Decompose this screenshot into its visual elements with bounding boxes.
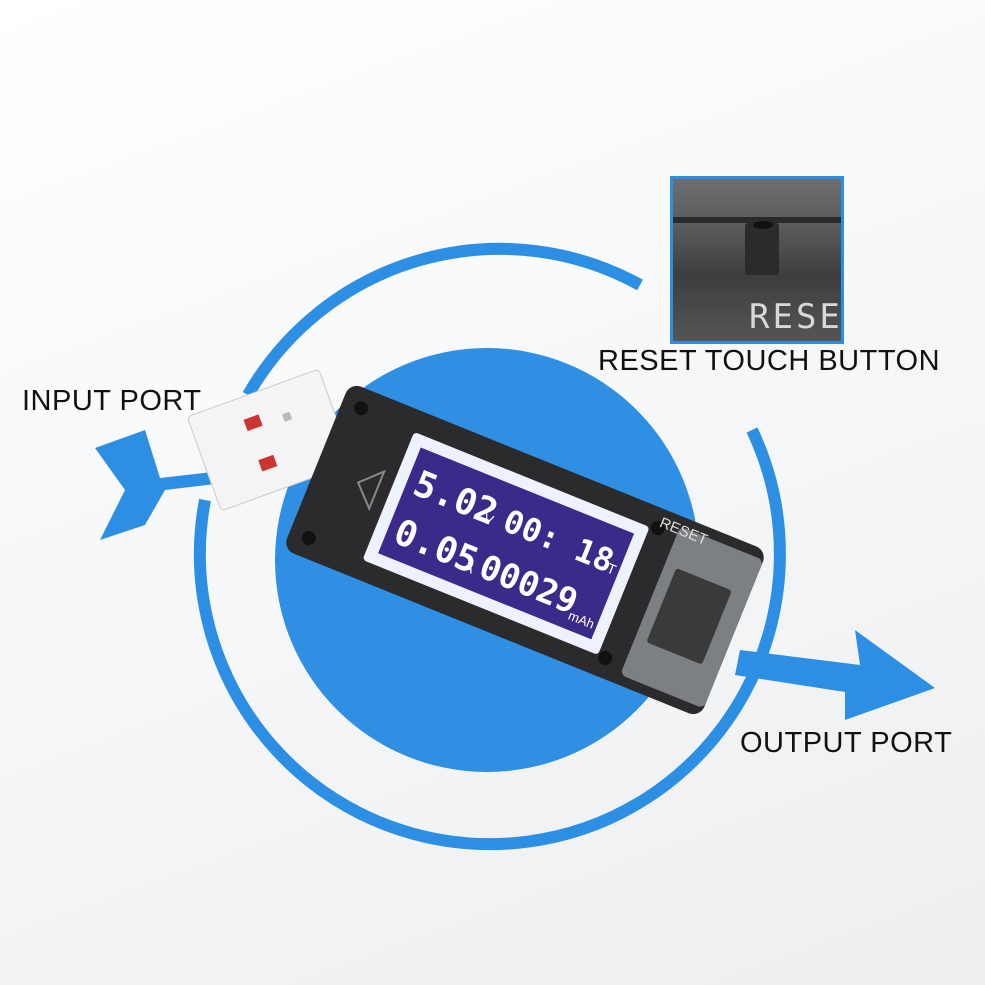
reset-button-closeup: RESET [670,176,844,344]
ring-arc-top [242,242,643,398]
ring-arc-bottom [193,427,786,851]
reset-touch-button[interactable] [745,223,779,275]
output-port-label: OUTPUT PORT [740,727,953,759]
input-arrow-icon [95,430,232,540]
closeup-reset-text: RESET [749,297,843,337]
usb-plug [187,369,353,511]
usb-meter-device: 5.02 V 00: 18 T 0.05 A 00029 mAh RESET [286,385,764,715]
input-port-label: INPUT PORT [22,385,202,417]
output-arrow-icon [735,630,935,720]
reset-touch-button-label: RESET TOUCH BUTTON [598,345,941,377]
